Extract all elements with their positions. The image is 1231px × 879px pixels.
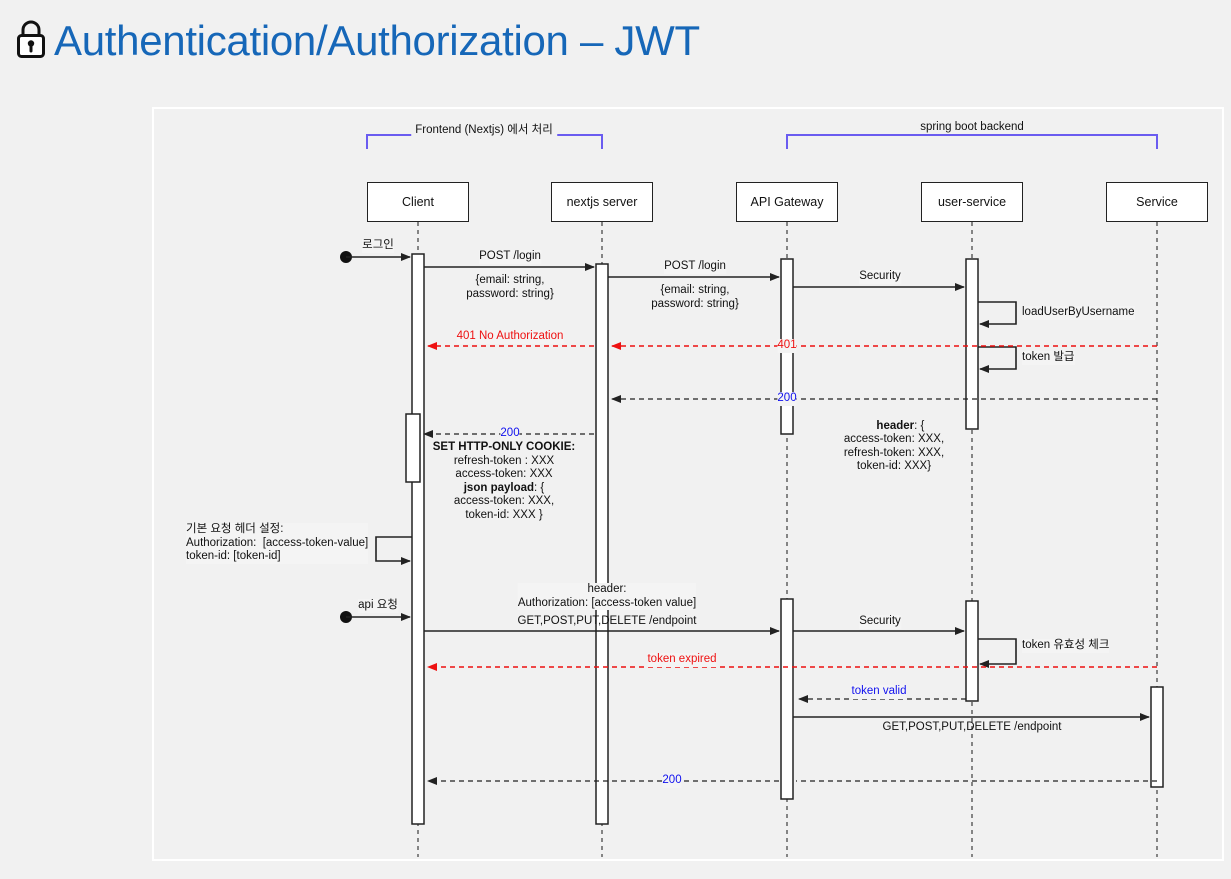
label-service-call-methods: GET,POST,PUT,DELETE /endpoint — [882, 721, 1062, 733]
label-set-cookie-note: SET HTTP-ONLY COOKIE: refresh-token : XX… — [432, 441, 576, 521]
label-token-expired: token expired — [647, 653, 717, 667]
arrow-default-request-header — [375, 536, 412, 565]
arrow-token-validity-check — [978, 638, 1017, 668]
lifeline-service-label: Service — [1136, 195, 1178, 209]
label-final-200: 200 — [662, 774, 682, 788]
arrow-token-issue — [978, 346, 1017, 373]
label-header-payload: header: { access-token: XXX, refresh-tok… — [843, 419, 945, 473]
label-200-nextjs: 200 — [500, 427, 520, 441]
lifeline-client[interactable]: Client — [367, 182, 469, 222]
lifeline-user-service[interactable]: user-service — [921, 182, 1023, 222]
label-post-login-1: POST /login — [479, 250, 541, 264]
page-title: Authentication/Authorization – JWT — [14, 10, 700, 72]
label-401: 401 — [777, 339, 797, 353]
label-token-valid: token valid — [851, 685, 907, 699]
label-post-login-2-body: {email: string, password: string} — [651, 284, 739, 310]
label-header-payload-rest: : { access-token: XXX, refresh-token: XX… — [843, 419, 945, 473]
lifeline-user-service-label: user-service — [937, 195, 1007, 209]
label-default-request-header-note: 기본 요청 헤더 설정: Authorization: [access-toke… — [186, 523, 369, 564]
label-post-login-1-body: {email: string, password: string} — [466, 274, 554, 300]
sequence-diagram-frame: Frontend (Nextjs) 에서 처리 spring boot back… — [152, 107, 1224, 861]
label-401-no-authorization: 401 No Authorization — [456, 330, 564, 344]
label-security-2: Security — [859, 615, 901, 629]
label-security-1: Security — [859, 270, 901, 284]
backend-group-bracket — [786, 134, 1158, 149]
frontend-group-label: Frontend (Nextjs) 에서 처리 — [411, 121, 557, 137]
label-api-request-entry: api 요청 — [358, 599, 398, 613]
label-200-gateway: 200 — [777, 392, 797, 406]
label-token-validity-check: token 유효성 체크 — [1022, 639, 1110, 653]
lifeline-api-gateway[interactable]: API Gateway — [736, 182, 838, 222]
label-api-request-header: header: Authorization: [access-token val… — [517, 583, 697, 610]
label-login-entry: 로그인 — [362, 239, 394, 253]
lock-icon — [14, 17, 48, 66]
label-api-request-methods: GET,POST,PUT,DELETE /endpoint — [517, 615, 697, 627]
backend-group-label: spring boot backend — [916, 121, 1028, 133]
arrow-load-user-by-username — [978, 301, 1017, 328]
activation-bars — [405, 253, 1164, 825]
label-post-login-2: POST /login — [664, 260, 726, 274]
frontend-group-bracket — [366, 134, 603, 149]
lifeline-service[interactable]: Service — [1106, 182, 1208, 222]
lifeline-api-gateway-label: API Gateway — [750, 195, 824, 209]
lifeline-nextjs-server-label: nextjs server — [566, 195, 638, 209]
label-token-issue: token 발급 — [1022, 351, 1075, 365]
label-load-user-by-username: loadUserByUsername — [1022, 306, 1135, 320]
lifeline-client-label: Client — [402, 195, 434, 209]
diagram-canvas — [340, 134, 1164, 857]
page-title-text: Authentication/Authorization – JWT — [54, 17, 700, 64]
lifeline-nextjs-server[interactable]: nextjs server — [551, 182, 653, 222]
